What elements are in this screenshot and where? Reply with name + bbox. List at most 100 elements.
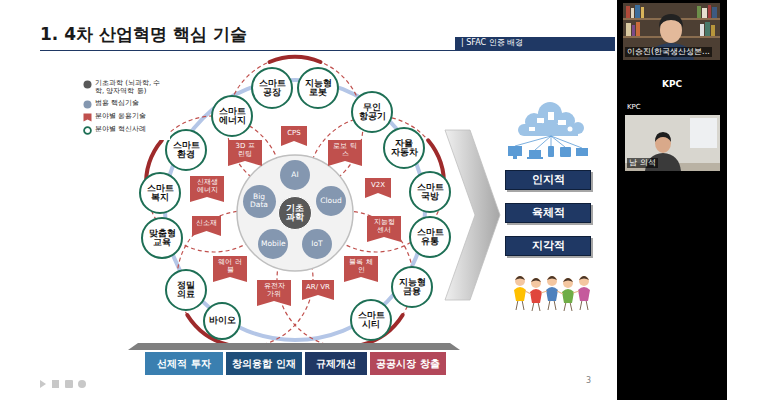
legend-text: 범용 핵심기술 <box>95 99 139 107</box>
children-illustration <box>546 287 558 301</box>
children-illustration <box>522 300 524 310</box>
cloud-illustration <box>529 127 535 131</box>
node-text: 지능형 로봇 <box>304 79 332 98</box>
slide-controls <box>52 380 59 388</box>
cloud-illustration <box>568 127 573 132</box>
video-tile <box>623 3 720 60</box>
video-tile <box>625 115 720 171</box>
applied-tech-flag: AR/ VR <box>302 280 334 300</box>
applied-tech-flag: 웨어 러블 <box>213 256 247 282</box>
cloud-illustration <box>537 118 544 123</box>
legend-text: 분야별 혁신사례 <box>95 125 146 133</box>
slide-controls <box>78 380 86 388</box>
applied-tech-flag: 신재생 에너지 <box>190 176 224 202</box>
innovation-case-circle: 지능형 로봇 <box>297 67 339 109</box>
host-label: KPC <box>662 79 682 90</box>
legend-text: 기초과학 (뇌과학, 수학, 양자역학 등) <box>95 79 167 96</box>
video-tile <box>636 22 640 36</box>
node-text: 바이오 <box>209 316 236 325</box>
core-tech-circle: AI <box>280 160 310 190</box>
cloud-illustration <box>551 136 582 148</box>
cloud-illustration <box>529 112 573 132</box>
node-text: 창의융합 인재 <box>232 358 295 369</box>
children-illustration <box>578 287 590 301</box>
participant-name: 이승진(한국생산성본... <box>625 47 712 57</box>
children-illustration <box>547 276 557 280</box>
cloud-illustration <box>527 157 543 159</box>
cloud-illustration <box>518 102 584 136</box>
outer-ring <box>165 80 425 340</box>
children-illustration <box>570 302 572 311</box>
flag-shape <box>367 216 401 242</box>
innovation-case-circle: 스마트 복지 <box>139 172 181 214</box>
video-tile <box>690 118 717 148</box>
legend-swatch <box>83 126 92 135</box>
node-text: Big Data <box>247 193 271 210</box>
node-text: 지각적 <box>532 240 565 252</box>
innovation-case-circle: 스마트 시티 <box>350 299 392 341</box>
applied-tech-flag: CPS <box>281 126 307 146</box>
cloud-illustration <box>508 146 588 159</box>
node-text: 지능형 센서 <box>371 219 397 238</box>
node-text: 기초 과학 <box>285 204 305 223</box>
legend-row: 기초과학 (뇌과학, 수학, 양자역학 등) <box>83 79 167 96</box>
call-panel <box>617 0 727 400</box>
children-illustration <box>514 276 590 311</box>
node-text: 신재생 에너지 <box>194 179 220 198</box>
node-text: 맞춤형 교육 <box>148 229 176 248</box>
children-illustration <box>538 302 540 311</box>
flag-shape <box>190 176 224 202</box>
video-tile <box>623 3 720 60</box>
innovation-case-circle: 자율 자동차 <box>383 127 425 169</box>
video-tile <box>625 115 720 171</box>
children-illustration <box>525 291 579 294</box>
node-text: 스마트 국방 <box>416 183 444 202</box>
innovation-case-circle: 정밀 의료 <box>165 269 207 311</box>
applied-tech-flag: V2X <box>365 178 391 198</box>
participant-name: 남 의석 <box>627 158 658 168</box>
children-illustration <box>579 276 589 280</box>
cloud-illustration <box>560 147 571 157</box>
children-illustration <box>580 300 582 310</box>
node-text: 자율 자동차 <box>390 139 418 158</box>
node-text: 지능형 금융 <box>398 278 426 297</box>
video-tile <box>697 6 701 18</box>
video-tile <box>708 5 711 18</box>
platform-bar <box>128 343 460 350</box>
innovation-case-circle: 스마트 국방 <box>409 171 451 213</box>
legend: 기초과학 (뇌과학, 수학, 양자역학 등) 범용 핵심기술분야별 응용기술분야별… <box>80 77 170 140</box>
capability-box: 인지적 <box>505 170 591 190</box>
big-arrow <box>445 130 500 300</box>
innovation-case-circle: 스마트 공장 <box>251 67 293 109</box>
flag-shape <box>344 256 378 282</box>
cloud-illustration <box>558 120 566 125</box>
flag-shape <box>302 280 334 300</box>
children-illustration <box>531 278 541 288</box>
legend-row: 분야별 응용기술 <box>83 112 167 122</box>
children-illustration <box>530 289 542 303</box>
core-tech-circle: Big Data <box>243 185 276 218</box>
video-tile <box>705 22 710 36</box>
applied-tech-flag: 신소재 <box>192 216 221 236</box>
node-text: 선제적 투자 <box>157 358 210 369</box>
node-text: 유전자 가위 <box>261 283 287 302</box>
node-text: 로보 틱스 <box>332 143 358 162</box>
children-illustration <box>541 291 547 293</box>
children-illustration <box>586 300 588 310</box>
video-tile <box>632 25 635 36</box>
node-text: | SFAC 인증 배경 <box>461 39 523 48</box>
innovation-case-circle: 스마트 에너지 <box>211 95 253 137</box>
innovation-case-circle: 무인 항공기 <box>351 91 393 133</box>
cloud-illustration <box>508 102 588 159</box>
innovation-case-circle: 맞춤형 교육 <box>141 217 183 259</box>
slide-controls <box>40 380 46 388</box>
applied-tech-flag: 지능형 센서 <box>367 216 401 242</box>
children-illustration <box>515 276 525 286</box>
flag-shape <box>281 126 307 146</box>
video-tile <box>655 133 671 153</box>
petal-circle <box>146 57 444 347</box>
slide-controls <box>40 380 86 388</box>
legend-swatch <box>84 113 92 121</box>
legend-swatch <box>83 113 92 122</box>
